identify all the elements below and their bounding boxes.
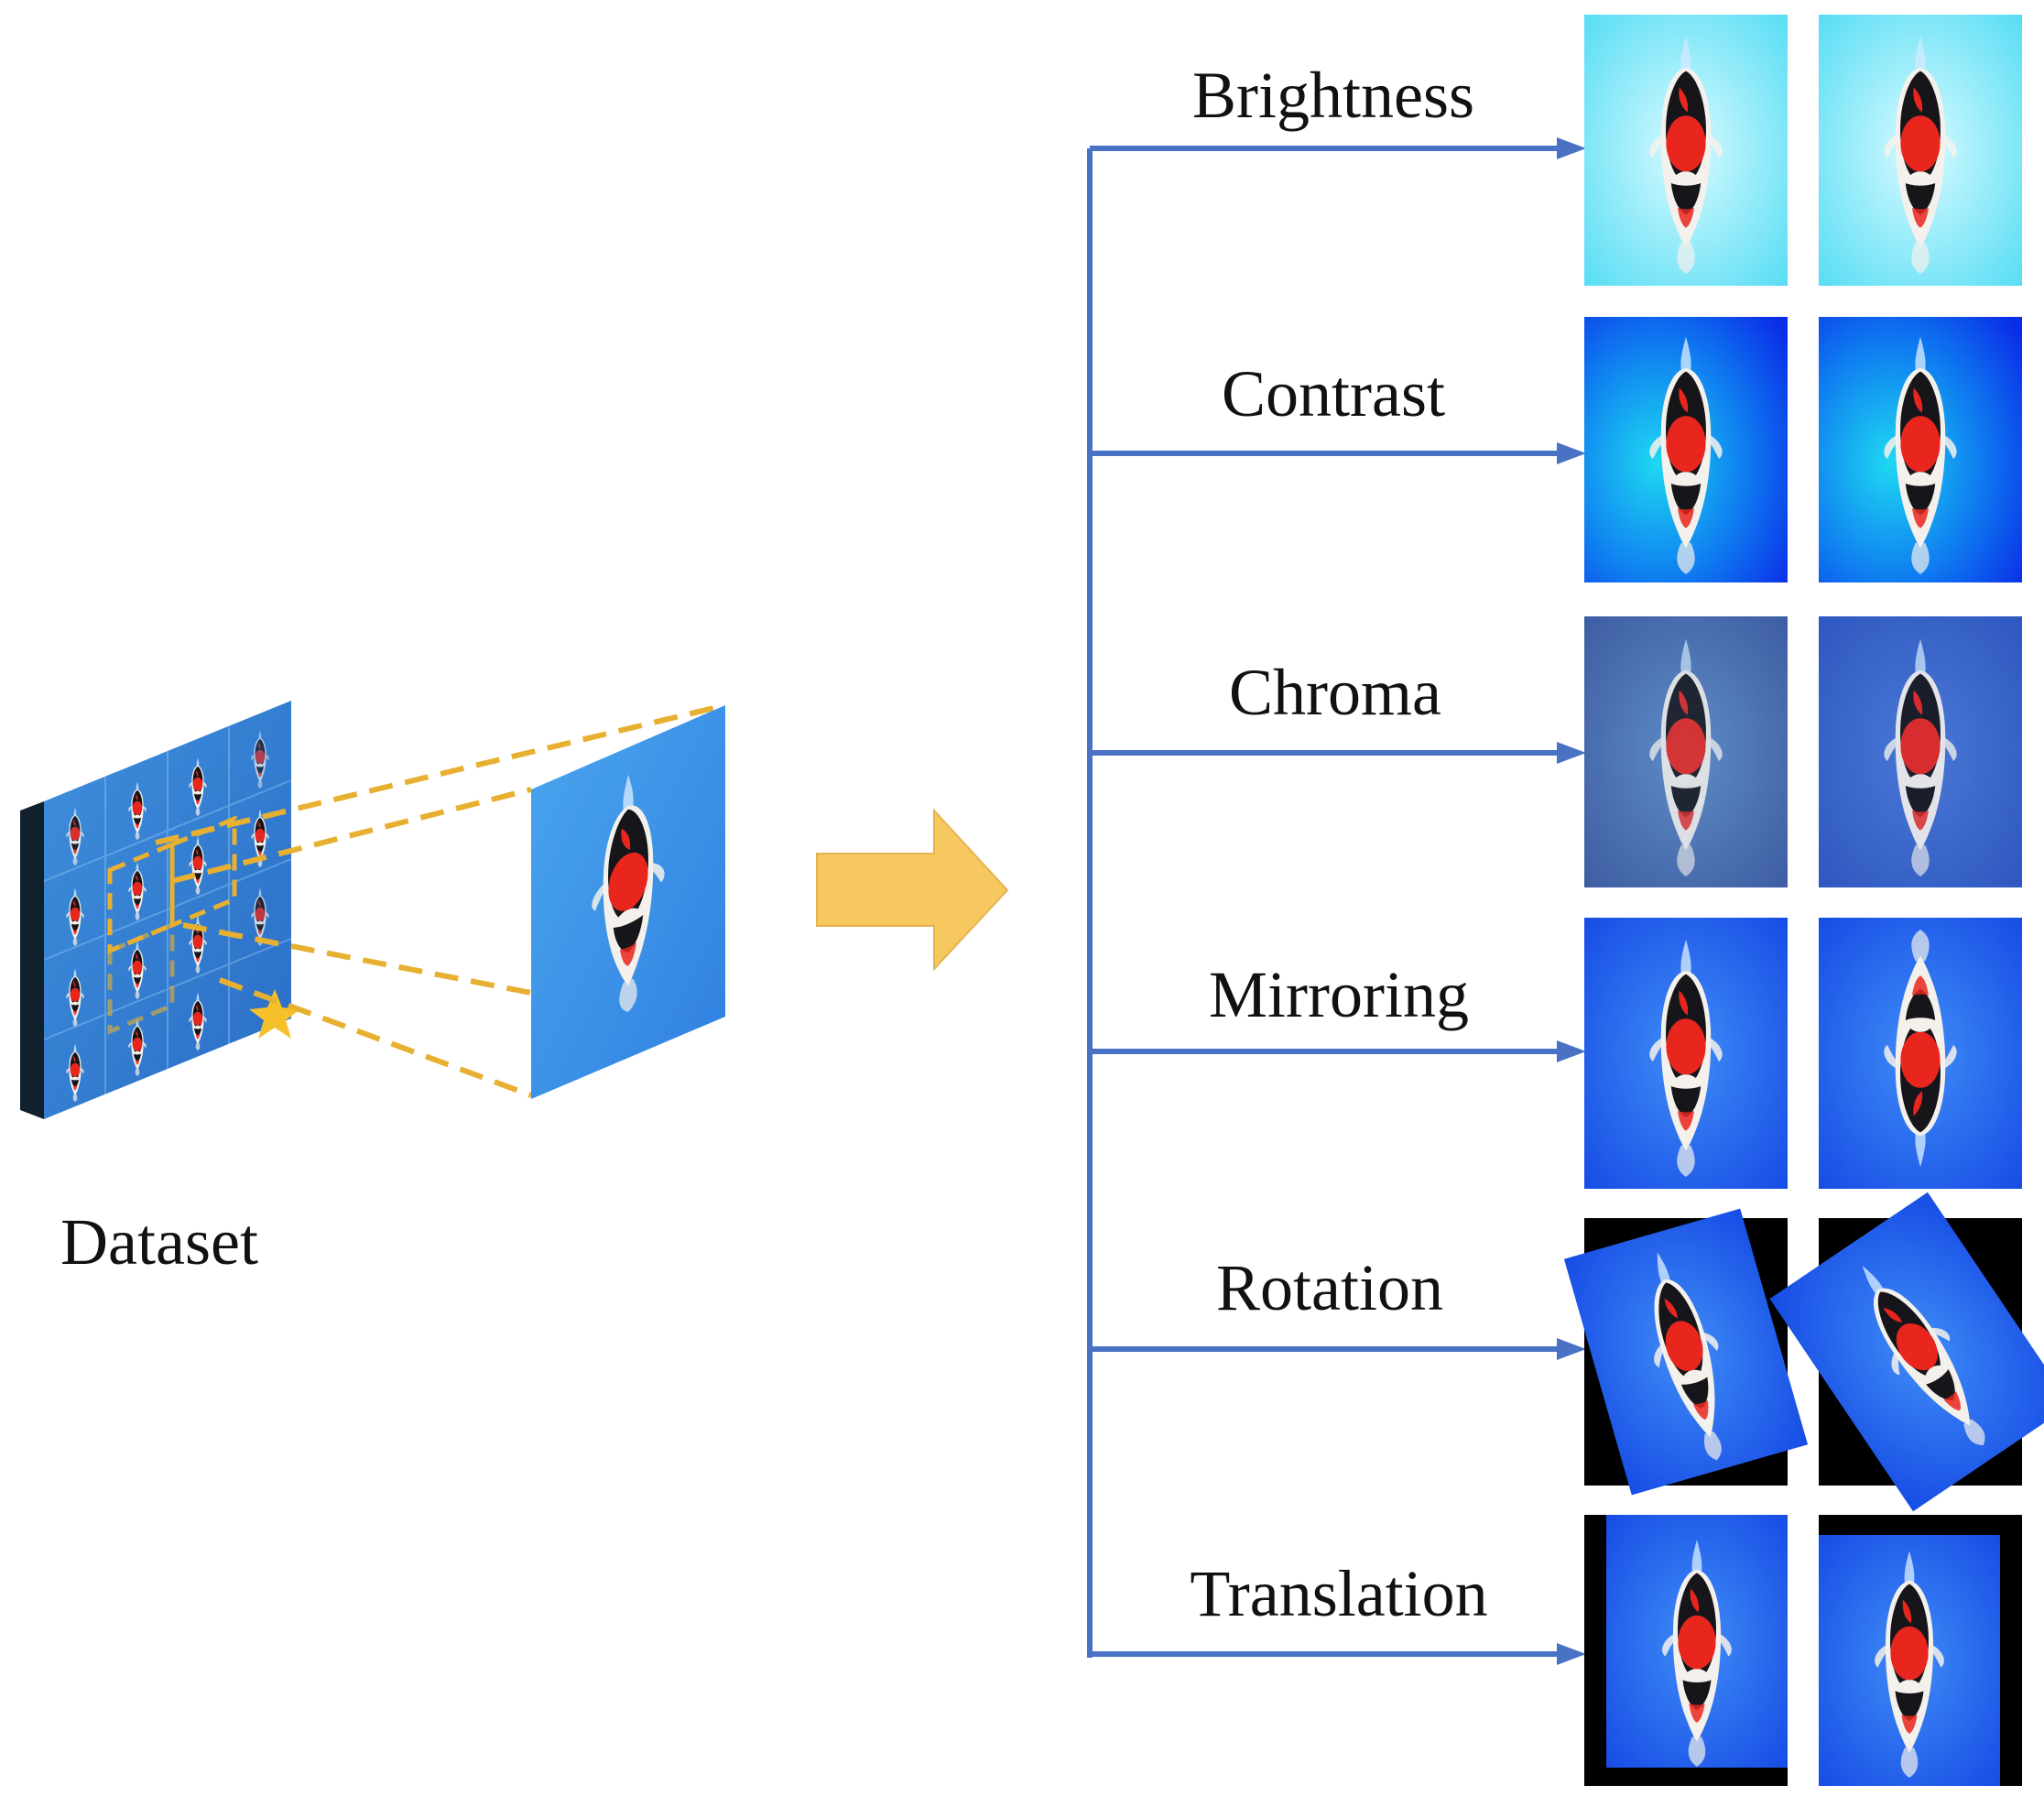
branch-arrowhead-icon [1557,1040,1586,1062]
dataset-tile-grid [43,726,292,1094]
thumb-brightness-1 [1584,15,1788,286]
row-brightness: Brightness [1090,15,2022,286]
label-contrast: Contrast [1222,357,1445,430]
row-contrast: Contrast [1090,317,2022,582]
label-translation: Translation [1190,1557,1487,1630]
dataset-selection-box [107,815,237,1035]
thumb-mirroring-1 [1584,918,1788,1189]
thumb-translation-1 [1584,1515,1788,1786]
big-right-arrow-icon [816,808,1009,972]
projection-dashed-lines [155,702,726,1098]
thumb-mirroring-2 [1819,918,2022,1189]
dataset-stack-side [20,801,44,1119]
selection-star-icon [249,989,300,1039]
thumb-brightness-2 [1819,15,2022,286]
thumb-contrast-2 [1819,317,2022,582]
branch-arrowhead-icon [1557,442,1586,464]
dataset-label: Dataset [60,1205,258,1279]
row-rotation: Rotation [1090,1192,2044,1512]
dataset-stack-front [44,701,291,1119]
augmentation-rows: Brightness Contrast [1090,15,2044,1786]
thumb-chroma-1 [1584,616,1788,887]
label-brightness: Brightness [1192,59,1474,132]
branch-arrowhead-icon [1557,1643,1586,1665]
dataset-stack [20,701,300,1119]
thumb-rotation-1 [1563,1208,1809,1496]
label-mirroring: Mirroring [1209,958,1469,1031]
thumb-chroma-2 [1819,616,2022,887]
label-chroma: Chroma [1229,656,1441,729]
label-rotation: Rotation [1216,1251,1443,1324]
thumb-contrast-1 [1584,317,1788,582]
sample-image [531,705,725,1099]
branch-arrowhead-icon [1557,1338,1586,1360]
row-chroma: Chroma [1090,616,2022,887]
row-mirroring: Mirroring [1090,918,2022,1189]
branch-arrowhead-icon [1557,742,1586,764]
row-translation: Translation [1090,1515,2022,1786]
branch-arrowhead-icon [1557,137,1586,159]
thumb-translation-2 [1819,1515,2022,1786]
thumb-rotation-2 [1769,1192,2044,1512]
